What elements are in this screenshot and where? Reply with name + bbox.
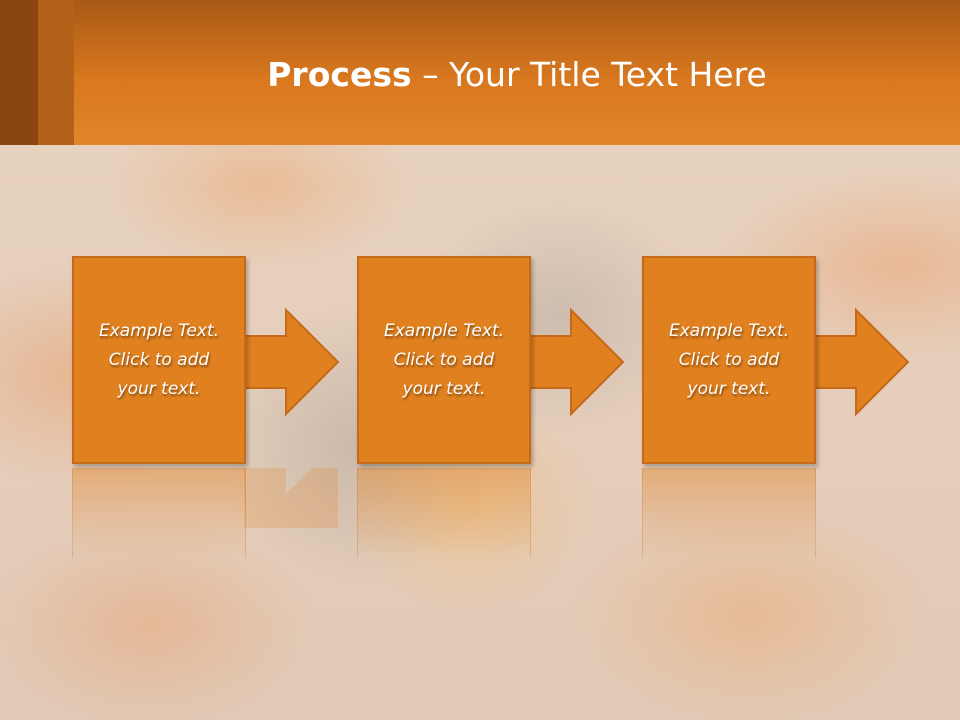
header-accent-strip-dark bbox=[0, 0, 38, 145]
process-box-text-2: Example Text. Click to add your text. bbox=[374, 317, 514, 404]
box-text-line: Example Text. bbox=[98, 320, 220, 341]
process-box-text-1: Example Text. Click to add your text. bbox=[89, 317, 229, 404]
box-text-line: Example Text. bbox=[383, 320, 505, 341]
box-text-line: Click to add bbox=[108, 349, 210, 370]
arrow-right-icon bbox=[244, 308, 340, 416]
box-text-line: Example Text. bbox=[668, 320, 790, 341]
box-text-line: Click to add bbox=[393, 349, 495, 370]
box-text-line: your text. bbox=[687, 378, 771, 399]
header-accent-strip bbox=[38, 0, 74, 145]
slide-title[interactable]: Process – Your Title Text Here bbox=[74, 54, 960, 96]
process-box-reflection bbox=[357, 468, 531, 558]
arrow-reflection bbox=[244, 468, 338, 528]
box-text-line: your text. bbox=[117, 378, 201, 399]
box-text-line: Click to add bbox=[678, 349, 780, 370]
process-box-reflection bbox=[72, 468, 246, 558]
box-text-line: your text. bbox=[402, 378, 486, 399]
process-box-3[interactable]: Example Text. Click to add your text. bbox=[642, 256, 816, 464]
process-box-2[interactable]: Example Text. Click to add your text. bbox=[357, 256, 531, 464]
arrow-right-icon bbox=[529, 308, 625, 416]
process-box-1[interactable]: Example Text. Click to add your text. bbox=[72, 256, 246, 464]
slide-title-bold: Process bbox=[267, 55, 412, 94]
process-box-text-3: Example Text. Click to add your text. bbox=[659, 317, 799, 404]
title-band: Process – Your Title Text Here bbox=[0, 0, 960, 145]
slide-title-rest: – Your Title Text Here bbox=[411, 55, 767, 94]
process-box-reflection bbox=[642, 468, 816, 558]
arrow-right-icon bbox=[814, 308, 910, 416]
